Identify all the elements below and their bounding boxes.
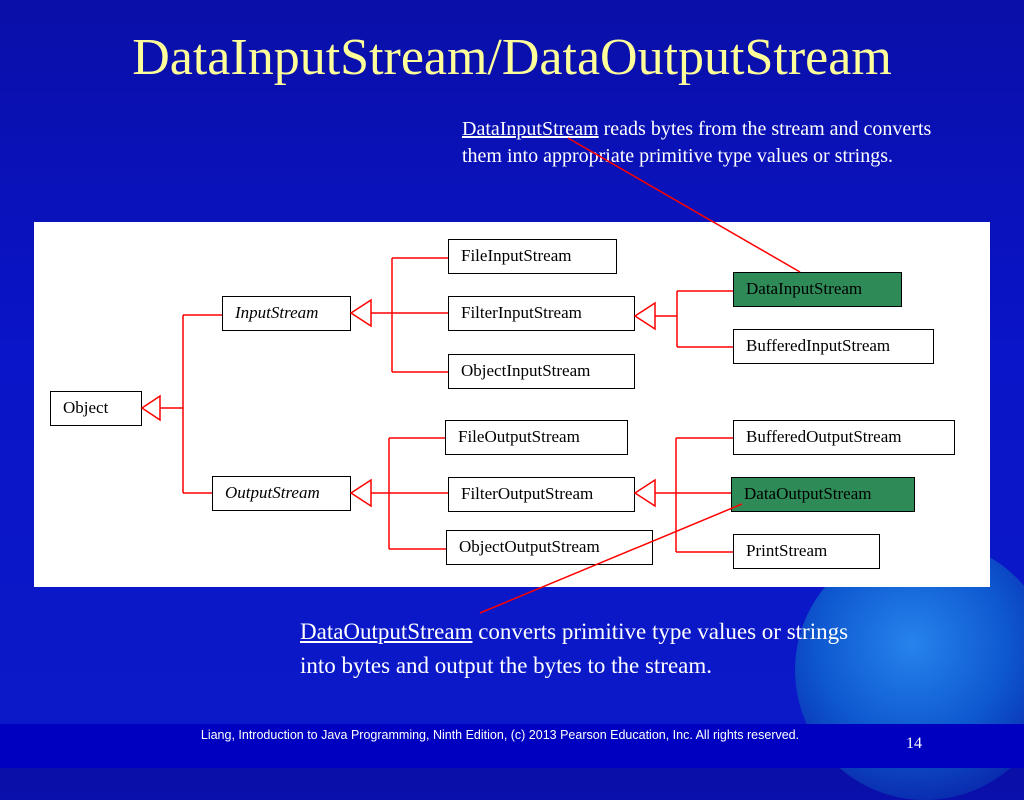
class-object-output-stream: ObjectOutputStream — [446, 530, 653, 565]
class-buffered-input-stream: BufferedInputStream — [733, 329, 934, 364]
note-top-link: DataInputStream — [462, 118, 599, 140]
class-data-input-stream: DataInputStream — [733, 272, 902, 307]
class-object-input-stream: ObjectInputStream — [448, 354, 635, 389]
note-bottom-text: converts primitive type values or string… — [300, 619, 849, 678]
class-filter-input-stream: FilterInputStream — [448, 296, 635, 331]
class-data-output-stream: DataOutputStream — [731, 477, 915, 512]
class-input-stream: InputStream — [222, 296, 351, 331]
note-data-output-stream: DataOutputStream converts primitive type… — [300, 615, 880, 683]
class-output-stream: OutputStream — [212, 476, 351, 511]
note-bottom-link: DataOutputStream — [300, 619, 473, 644]
slide-title: DataInputStream/DataOutputStream — [132, 29, 892, 86]
class-filter-output-stream: FilterOutputStream — [448, 477, 635, 512]
footer-copyright: Liang, Introduction to Java Programming,… — [200, 728, 800, 742]
class-object: Object — [50, 391, 142, 426]
class-file-input-stream: FileInputStream — [448, 239, 617, 274]
class-buffered-output-stream: BufferedOutputStream — [733, 420, 955, 455]
class-print-stream: PrintStream — [733, 534, 880, 569]
footer-bar — [0, 724, 1024, 768]
page-number: 14 — [906, 735, 922, 752]
class-file-output-stream: FileOutputStream — [445, 420, 628, 455]
note-data-input-stream: DataInputStream reads bytes from the str… — [462, 116, 952, 170]
